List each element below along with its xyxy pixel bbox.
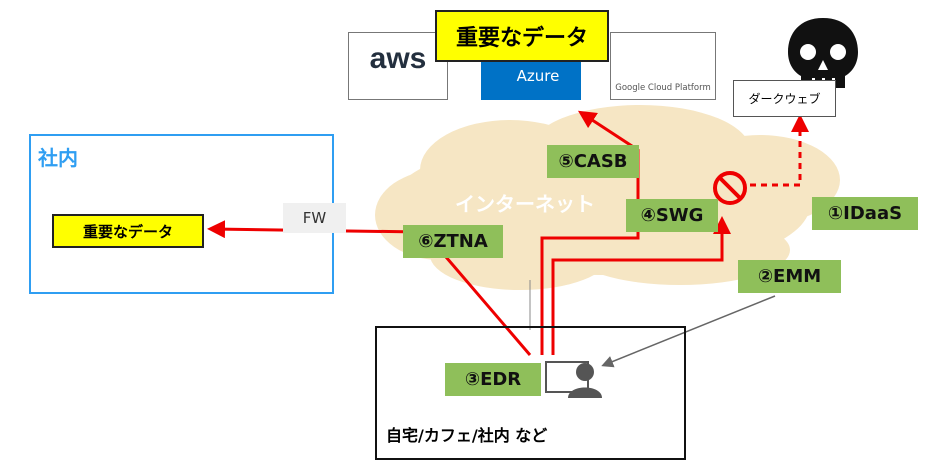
skull-icon [788, 18, 858, 88]
gcp-label: Google Cloud Platform [615, 83, 711, 93]
casb-tag: ⑤CASB [547, 145, 639, 178]
aws-provider-box: aws [348, 32, 448, 100]
edr-tag: ③EDR [445, 363, 541, 396]
internet-label: インターネット [455, 192, 595, 216]
casb-flow-arrow [540, 110, 640, 355]
endpoint-box [375, 326, 686, 460]
darkweb-flow-arrow [750, 114, 809, 187]
swg-flow-arrow [551, 216, 731, 355]
cloud-data-label: 重要なデータ [435, 10, 609, 62]
fw-label: FW [283, 203, 346, 233]
emm-connector-arrow [601, 295, 776, 368]
user-laptop-icon [545, 361, 602, 398]
endpoint-location-label: 自宅/カフェ/社内 など [386, 426, 548, 445]
internal-network-title: 社内 [38, 146, 78, 170]
ztna-tag: ⑥ZTNA [403, 225, 503, 258]
swg-tag: ④SWG [626, 199, 718, 232]
aws-label: aws [369, 42, 427, 75]
emm-tag: ②EMM [738, 260, 841, 293]
idaas-tag: ①IDaaS [812, 197, 918, 230]
block-icon [713, 171, 747, 205]
azure-label: Azure [516, 67, 560, 85]
internal-data-label: 重要なデータ [52, 214, 204, 248]
gcp-provider-box: Google Cloud Platform [610, 32, 716, 100]
darkweb-label: ダークウェブ [733, 80, 836, 117]
